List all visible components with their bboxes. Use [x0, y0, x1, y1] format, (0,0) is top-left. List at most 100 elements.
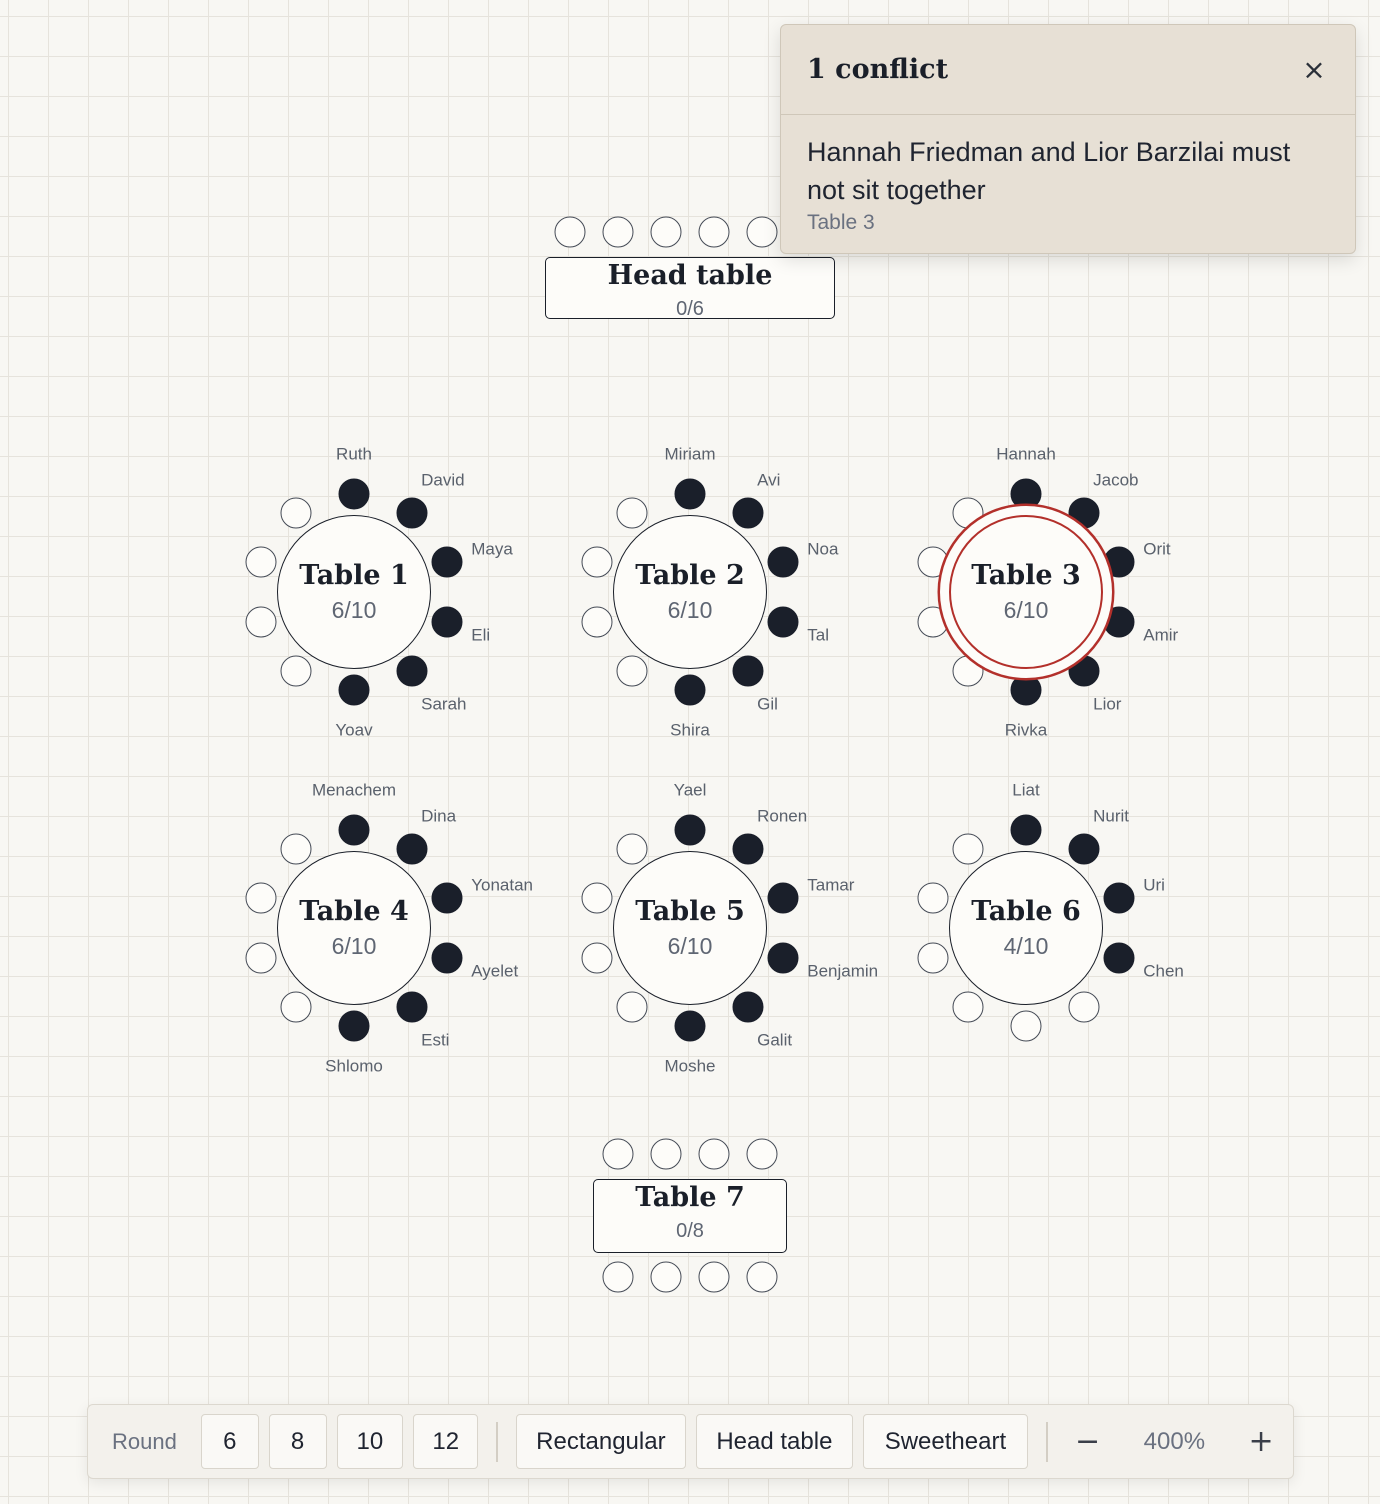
seat-empty[interactable]	[952, 991, 984, 1023]
seat-occupied[interactable]	[338, 814, 370, 846]
sweetheart-button[interactable]: Sweetheart	[862, 1414, 1029, 1469]
seat-empty[interactable]	[245, 546, 277, 578]
seat-occupied[interactable]	[674, 814, 706, 846]
seat-occupied[interactable]	[396, 833, 428, 865]
seat-occupied[interactable]	[431, 882, 463, 914]
seat-empty[interactable]	[616, 833, 648, 865]
round-12-button[interactable]: 12	[413, 1414, 479, 1469]
guest-name-label: Yoav	[335, 720, 373, 740]
seat-empty[interactable]	[554, 216, 586, 248]
zoom-in-button[interactable]: +	[1248, 1424, 1274, 1459]
guest-name-label: Benjamin	[807, 961, 879, 981]
seat-empty[interactable]	[602, 1138, 634, 1170]
seat-empty[interactable]	[746, 1261, 778, 1293]
seat-empty[interactable]	[245, 942, 277, 974]
seat-empty[interactable]	[1010, 1010, 1042, 1042]
seat-empty[interactable]	[952, 655, 984, 687]
close-icon[interactable]: ×	[1302, 52, 1326, 86]
seat-empty[interactable]	[280, 655, 312, 687]
rectangular-button[interactable]: Rectangular	[515, 1414, 687, 1469]
round-6-button[interactable]: 6	[200, 1414, 259, 1469]
seat-empty[interactable]	[602, 216, 634, 248]
seat-empty[interactable]	[581, 546, 613, 578]
seat-empty[interactable]	[280, 991, 312, 1023]
seat-empty[interactable]	[650, 1138, 682, 1170]
seat-occupied[interactable]	[396, 497, 428, 529]
seat-empty[interactable]	[650, 216, 682, 248]
seat-occupied[interactable]	[1068, 655, 1100, 687]
seat-occupied[interactable]	[732, 833, 764, 865]
table-seat-count: 4/10	[1003, 933, 1049, 959]
seat-empty[interactable]	[1068, 991, 1100, 1023]
seat-occupied[interactable]	[431, 606, 463, 638]
seat-occupied[interactable]	[1103, 546, 1135, 578]
seat-empty[interactable]	[581, 942, 613, 974]
seat-occupied[interactable]	[338, 1010, 370, 1042]
seat-empty[interactable]	[952, 833, 984, 865]
seat-occupied[interactable]	[732, 497, 764, 529]
seat-occupied[interactable]	[767, 942, 799, 974]
seat-occupied[interactable]	[1103, 882, 1135, 914]
seat-occupied[interactable]	[732, 991, 764, 1023]
seat-occupied[interactable]	[1103, 942, 1135, 974]
seat-empty[interactable]	[280, 833, 312, 865]
round-8-button[interactable]: 8	[268, 1414, 327, 1469]
seat-occupied[interactable]	[767, 882, 799, 914]
seat-empty[interactable]	[746, 1138, 778, 1170]
seat-empty[interactable]	[917, 606, 949, 638]
seat-occupied[interactable]	[1103, 606, 1135, 638]
guest-name-label: Eli	[471, 625, 491, 645]
seat-empty[interactable]	[917, 942, 949, 974]
seat-occupied[interactable]	[767, 546, 799, 578]
guest-name-label: Moshe	[664, 1056, 716, 1076]
seat-occupied[interactable]	[431, 546, 463, 578]
seat-empty[interactable]	[650, 1261, 682, 1293]
seat-occupied[interactable]	[674, 478, 706, 510]
seat-occupied[interactable]	[1068, 497, 1100, 529]
seat-occupied[interactable]	[338, 478, 370, 510]
seat-occupied[interactable]	[1010, 478, 1042, 510]
seat-empty[interactable]	[746, 216, 778, 248]
conflict-table-link[interactable]: Table 3	[807, 211, 875, 234]
seat-empty[interactable]	[616, 991, 648, 1023]
seat-empty[interactable]	[616, 655, 648, 687]
seat-occupied[interactable]	[431, 942, 463, 974]
seat-empty[interactable]	[952, 497, 984, 529]
seat-occupied[interactable]	[1068, 833, 1100, 865]
seat-occupied[interactable]	[767, 606, 799, 638]
seat-empty[interactable]	[581, 882, 613, 914]
seat-empty[interactable]	[698, 1261, 730, 1293]
seat-occupied[interactable]	[1010, 814, 1042, 846]
seat-empty[interactable]	[917, 882, 949, 914]
seat-occupied[interactable]	[674, 674, 706, 706]
seat-occupied[interactable]	[396, 991, 428, 1023]
head-table-button[interactable]: Head table	[696, 1414, 853, 1469]
seat-occupied[interactable]	[1010, 674, 1042, 706]
guest-name-label: Orit	[1143, 539, 1171, 559]
seat-empty[interactable]	[280, 497, 312, 529]
seat-empty[interactable]	[581, 606, 613, 638]
seat-empty[interactable]	[698, 216, 730, 248]
seat-occupied[interactable]	[396, 655, 428, 687]
round-10-button[interactable]: 10	[336, 1414, 404, 1469]
seat-occupied[interactable]	[338, 674, 370, 706]
seat-empty[interactable]	[698, 1138, 730, 1170]
table-name: Table 1	[299, 560, 409, 591]
seat-occupied[interactable]	[674, 1010, 706, 1042]
seat-empty[interactable]	[245, 882, 277, 914]
seat-empty[interactable]	[245, 606, 277, 638]
seat-empty[interactable]	[616, 497, 648, 529]
zoom-out-button[interactable]: −	[1075, 1424, 1101, 1459]
seat-empty[interactable]	[602, 1261, 634, 1293]
seat-empty[interactable]	[917, 546, 949, 578]
seat-occupied[interactable]	[732, 655, 764, 687]
